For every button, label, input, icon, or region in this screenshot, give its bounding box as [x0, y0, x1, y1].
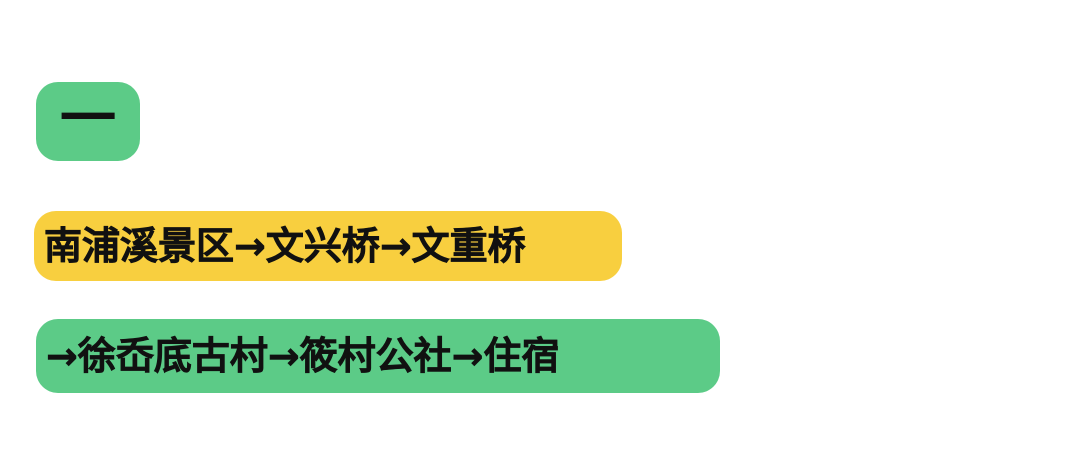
route-line-1-text: 南浦溪景区→文兴桥→文重桥: [44, 224, 526, 268]
section-number-label: 一: [60, 86, 116, 152]
section-number-badge: 一: [36, 82, 140, 161]
route-line-2-text: →徐岙底古村→筱村公社→住宿: [46, 334, 560, 378]
route-line-1: 南浦溪景区→文兴桥→文重桥: [34, 211, 622, 281]
route-line-2: →徐岙底古村→筱村公社→住宿: [36, 319, 720, 393]
